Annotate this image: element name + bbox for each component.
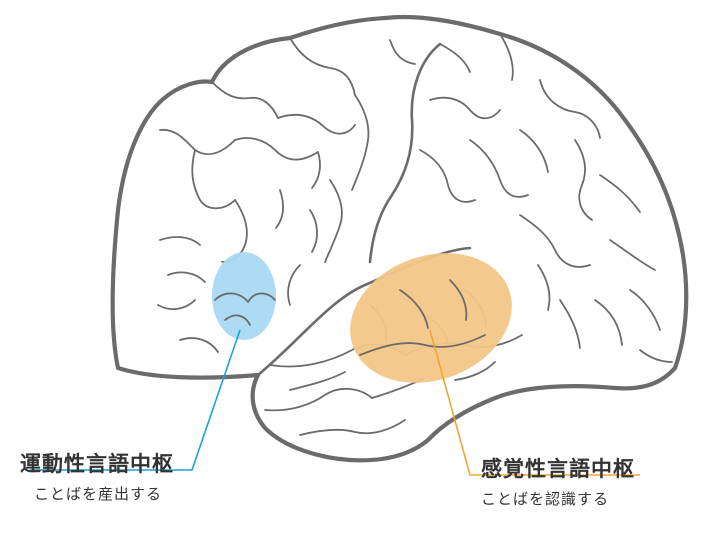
motor-speech-description: ことばを産出する bbox=[34, 485, 163, 503]
central-sulcus bbox=[368, 42, 442, 264]
sensory-speech-title: 感覚性言語中枢 bbox=[481, 457, 635, 481]
sensory-leader-line bbox=[429, 329, 640, 476]
motor-speech-title: 運動性言語中枢 bbox=[20, 452, 174, 476]
sensory-speech-area bbox=[350, 253, 512, 383]
sensory-speech-description: ことばを認識する bbox=[481, 490, 610, 508]
brain-outline-icon bbox=[110, 14, 689, 463]
motor-leader-line bbox=[30, 329, 241, 471]
